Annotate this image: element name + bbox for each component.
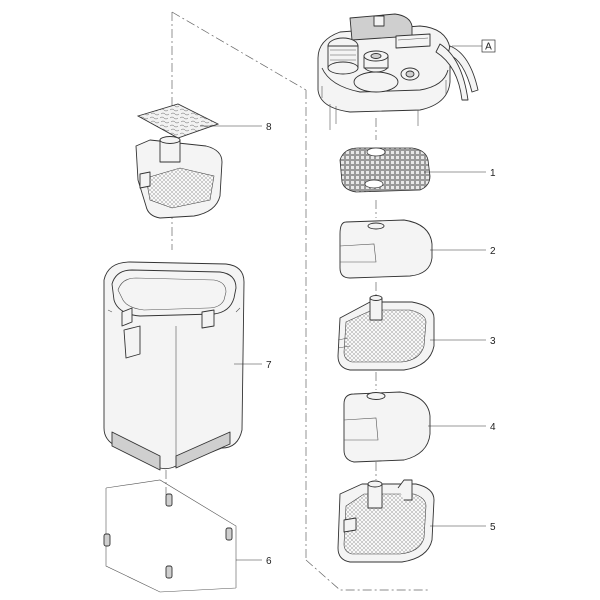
callout-8: 8 (266, 122, 272, 133)
assembly-guide-lines (165, 11, 430, 591)
callout-2: 2 (490, 246, 496, 257)
foot-2 (103, 533, 111, 547)
foot-3 (225, 527, 233, 541)
foot-4 (165, 565, 173, 579)
part-3-filter-basket (337, 295, 486, 371)
part-1-grid-plate (339, 147, 486, 193)
part-4-foam-sponge (343, 391, 486, 463)
callout-5: 5 (490, 522, 496, 533)
part-6-feet (103, 479, 262, 593)
foot-1 (165, 493, 173, 507)
head-marker-label: A (485, 42, 492, 53)
part-2-foam-sponge (339, 219, 486, 279)
head-marker-A: A (452, 39, 496, 53)
callout-3: 3 (490, 336, 496, 347)
callout-7: 7 (266, 360, 272, 371)
callout-4: 4 (490, 422, 496, 433)
part-7-canister (103, 261, 262, 471)
part-8-prefilter-basket (135, 103, 262, 219)
callout-1: 1 (490, 168, 496, 179)
callout-labels: 1 2 3 4 5 6 7 8 (266, 122, 496, 567)
part-5-filter-basket (337, 479, 486, 563)
filter-head (317, 13, 479, 130)
callout-6: 6 (266, 556, 272, 567)
